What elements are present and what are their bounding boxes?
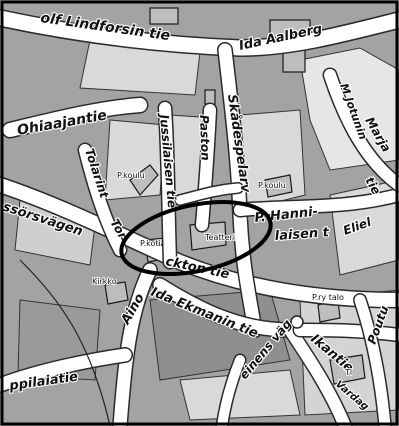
poi-label-kirkko: Kirkko bbox=[92, 277, 117, 286]
road-network bbox=[0, 9, 399, 426]
poi-label-p-ry-talo: P.ry talo bbox=[312, 293, 344, 302]
rail-line bbox=[19, 259, 111, 426]
poi-label-p-koulu-left: P.koulu bbox=[117, 171, 145, 180]
poi-label-tl: Tl bbox=[344, 368, 352, 377]
street-label-paston: Paston bbox=[197, 115, 213, 161]
street-label-laisen-t: laisen t bbox=[274, 225, 330, 244]
poi-label-teatteri: Teatteri bbox=[204, 233, 235, 242]
poi-label-p-koulu-right: P.koulu bbox=[258, 181, 286, 190]
poi-label-p-koti: P.koti bbox=[140, 239, 161, 248]
roundabout bbox=[290, 315, 304, 329]
highlight-ellipse bbox=[119, 200, 273, 276]
poi-labels: P.koulu P.koulu P.koti Teatteri Kirkko P… bbox=[91, 170, 353, 378]
